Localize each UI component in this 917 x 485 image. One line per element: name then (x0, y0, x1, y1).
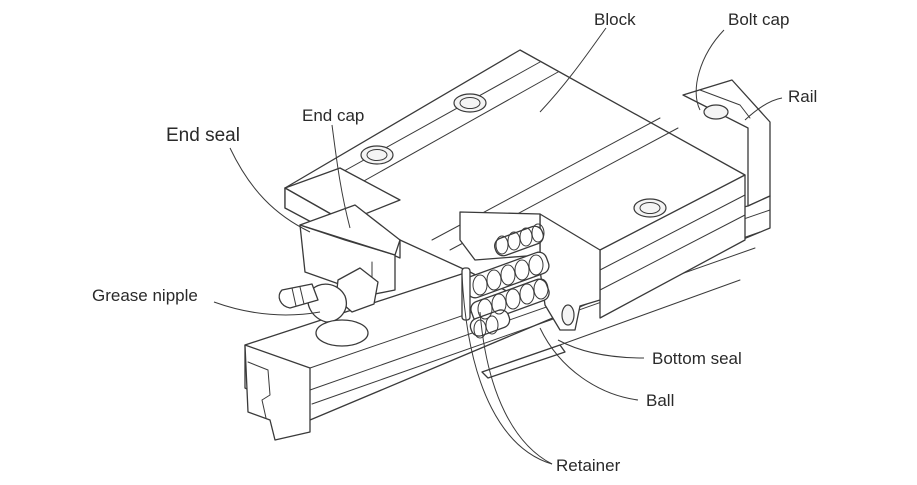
label-end-seal: End seal (166, 125, 240, 146)
ball (519, 227, 533, 247)
ball (531, 223, 545, 243)
mounting-hole-2 (360, 145, 394, 165)
ball (514, 259, 530, 281)
ball (477, 298, 493, 320)
ball (472, 274, 488, 296)
leader-bottom-seal (557, 339, 645, 359)
leader-grease-nipple (213, 301, 321, 316)
block-top-groove-2 (329, 71, 559, 201)
leader-bolt-cap (695, 29, 725, 111)
ball (505, 288, 521, 310)
label-ball: Ball (646, 391, 674, 410)
ball (519, 283, 535, 305)
balls (472, 223, 549, 339)
ball (533, 278, 549, 300)
leader-end-cap (331, 124, 351, 229)
ball (473, 319, 487, 339)
leader-retainer-1 (461, 274, 553, 465)
rail-far-groove (699, 89, 751, 119)
label-bolt-cap: Bolt cap (728, 10, 789, 29)
mounting-hole-1 (453, 93, 487, 113)
label-block: Block (594, 10, 636, 29)
ball-retainer-assembly (461, 223, 550, 339)
end-seal-top (299, 204, 401, 256)
block-top-groove-1 (309, 61, 541, 191)
grease-nipple-tip (278, 283, 319, 309)
bottom-seal-edge (559, 279, 741, 346)
mounting-hole-3 (633, 198, 667, 218)
block-side-line-2 (599, 214, 746, 291)
side-hole (561, 304, 575, 326)
mounting-hole-2-inner (366, 149, 388, 161)
label-end-cap: End cap (302, 106, 364, 125)
retainer-bottom (469, 309, 511, 337)
label-rail: Rail (788, 87, 817, 106)
ball (528, 254, 544, 276)
ball (500, 264, 516, 286)
block-side-line (599, 194, 746, 271)
grease-nipple-ring-1 (291, 287, 297, 307)
bolt-cap (703, 104, 729, 120)
label-retainer: Retainer (556, 456, 621, 475)
bottom-seal-strip (481, 344, 566, 379)
rail-front-groove (247, 361, 271, 419)
mounting-hole-3-inner (639, 202, 661, 214)
ball (507, 231, 521, 251)
label-grease-nipple: Grease nipple (92, 286, 198, 305)
leader-end-seal (229, 147, 311, 233)
ball (485, 315, 499, 335)
label-bottom-seal: Bottom seal (652, 349, 742, 368)
mounting-hole-1-inner (459, 97, 481, 109)
leader-block (539, 27, 607, 113)
labels: Block Bolt cap Rail End cap End seal Gre… (92, 10, 817, 475)
ball (495, 235, 509, 255)
leader-ball (539, 327, 639, 401)
leader-lines (213, 27, 783, 465)
bolt-cap-shape (703, 104, 729, 120)
leader-retainer-2 (479, 311, 553, 465)
ball (491, 293, 507, 315)
grease-nipple-base (315, 319, 369, 347)
leader-rail (744, 97, 783, 121)
ball (486, 269, 502, 291)
block (284, 49, 746, 331)
grease-nipple-ring-2 (299, 286, 305, 305)
